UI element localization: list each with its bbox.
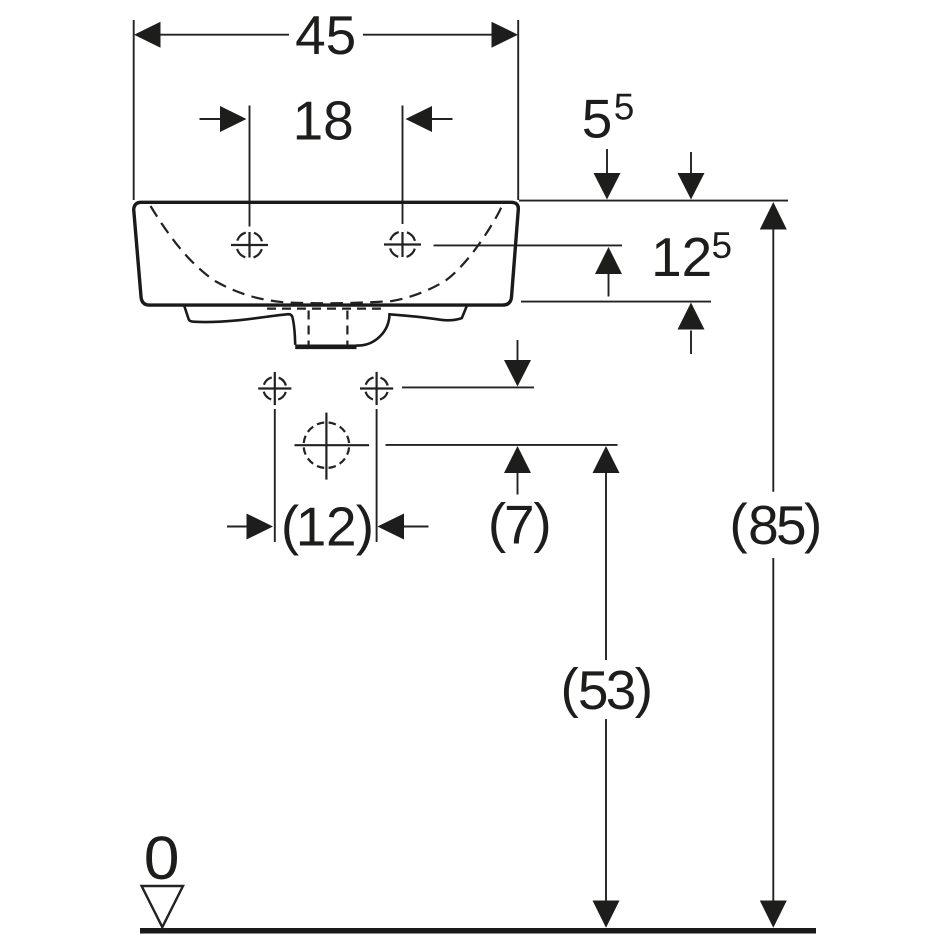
svg-text:): ): [533, 492, 551, 554]
svg-text:45: 45: [295, 4, 356, 66]
svg-text:): ): [356, 494, 374, 556]
svg-text:2: 2: [326, 496, 357, 558]
svg-text:5: 5: [614, 87, 635, 128]
svg-text:1: 1: [296, 496, 327, 558]
svg-text:(: (: [281, 494, 299, 556]
svg-text:5: 5: [776, 494, 807, 556]
svg-text:(: (: [560, 657, 578, 719]
svg-text:3: 3: [606, 659, 637, 721]
svg-text:5: 5: [578, 659, 609, 721]
svg-text:): ): [804, 492, 822, 554]
svg-text:7: 7: [504, 494, 535, 556]
svg-text:5: 5: [712, 225, 733, 266]
svg-text:12: 12: [651, 226, 712, 288]
svg-text:): ): [635, 657, 653, 719]
svg-text:8: 8: [748, 494, 779, 556]
svg-text:5: 5: [582, 88, 613, 150]
svg-text:18: 18: [293, 90, 354, 152]
svg-text:(: (: [729, 492, 747, 554]
svg-text:(: (: [488, 492, 506, 554]
svg-text:0: 0: [144, 824, 180, 892]
